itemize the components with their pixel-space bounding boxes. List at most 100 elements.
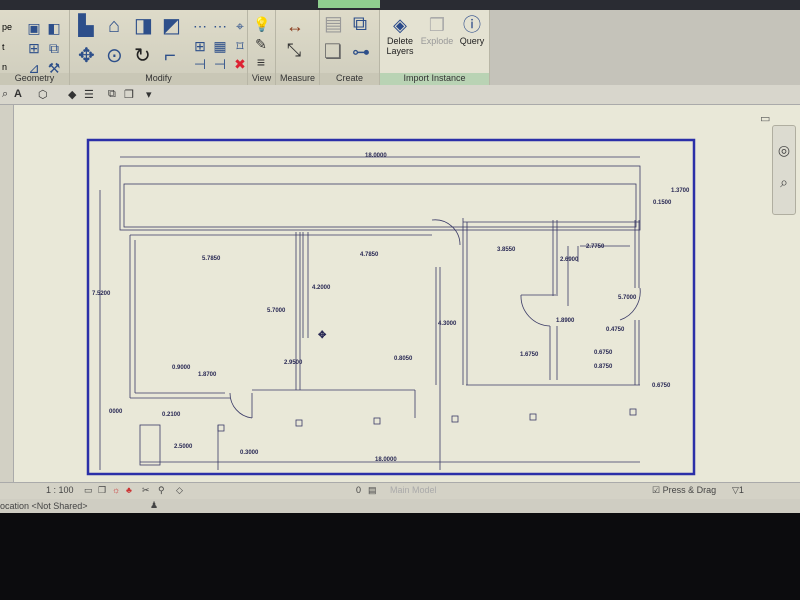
- worksharing-icon[interactable]: ♟: [150, 500, 159, 510]
- view-scale[interactable]: 1 : 100: [46, 485, 74, 495]
- create-similar-icon[interactable]: ⊶: [352, 42, 370, 62]
- view-panel: 💡 ✎ ≡ View: [248, 10, 276, 85]
- trim-extend-icon[interactable]: ⊣: [193, 56, 207, 72]
- dimension-labels: 18.0000 1.3700 0.1500 7.5200 5.7850 4.78…: [92, 153, 690, 463]
- panel-label-create: Create: [320, 73, 379, 85]
- temp-hide-icon[interactable]: ◇: [176, 485, 183, 495]
- wall-joins-icon[interactable]: ⊿: [28, 60, 40, 76]
- explode-icon: ❒: [428, 15, 446, 35]
- dimension-label: 0.8050: [394, 356, 413, 362]
- create-assembly-icon[interactable]: ❏: [324, 41, 342, 63]
- geometry-panel: pe t n ▣ ◧ ⊞ ⧉ ⊿ ⚒ Geometry: [0, 10, 70, 85]
- cut-label: n: [2, 62, 8, 72]
- dimension-label: 0.8750: [594, 364, 613, 370]
- create-group-icon[interactable]: ⧉: [352, 13, 368, 35]
- split-gap-icon[interactable]: ⋯: [213, 18, 227, 34]
- mirror-axis-icon[interactable]: ◨: [134, 15, 153, 37]
- dimension-label: 4.2000: [312, 285, 331, 291]
- filter-icon[interactable]: ▽1: [732, 485, 744, 495]
- design-options-icon[interactable]: ▤: [368, 485, 377, 495]
- zoom-icon[interactable]: ⌕: [2, 88, 9, 100]
- thin-lines-icon[interactable]: ☰: [84, 89, 94, 101]
- dimension-label: 18.0000: [375, 457, 397, 463]
- dimension-label: 0.2100: [162, 412, 181, 418]
- array-icon[interactable]: ⊞: [194, 38, 206, 54]
- dimension-label: 1.8700: [198, 372, 217, 378]
- measure-between-icon[interactable]: ↔: [286, 16, 304, 36]
- shadows-icon[interactable]: ♣: [126, 485, 132, 495]
- create-parts-icon[interactable]: ▤: [324, 13, 343, 35]
- dimension-label: 4.7850: [360, 252, 379, 258]
- bulb-icon[interactable]: 💡: [253, 16, 271, 32]
- steering-wheel-icon[interactable]: ◎: [777, 142, 791, 158]
- hide-icon[interactable]: ⚲: [158, 485, 165, 495]
- zoom-region-icon[interactable]: ⌕: [780, 174, 788, 190]
- dimension-label: 4.3000: [438, 321, 457, 327]
- linework-icon[interactable]: ≡: [256, 54, 266, 70]
- dimension-label: 2.6900: [560, 257, 579, 263]
- dimension-label: 0.4750: [606, 327, 625, 333]
- delete-icon[interactable]: ✖: [234, 56, 246, 72]
- split-icon[interactable]: ⋯: [193, 18, 207, 34]
- view-control-bar: 1 : 100 ▭ ❐ ☼ ♣ ✂ ⚲ ◇ 0 ▤ Main Model ☑ P…: [0, 482, 800, 499]
- dimension-label: 5.7000: [618, 295, 637, 301]
- dimension-label: 2.7750: [586, 244, 605, 250]
- align-icon[interactable]: ▙: [78, 15, 94, 37]
- panel-label-geometry: Geometry: [0, 73, 69, 85]
- detail-level-icon[interactable]: ▭: [84, 485, 93, 495]
- sun-path-icon[interactable]: ☼: [112, 485, 121, 495]
- copy-icon[interactable]: ⊙: [106, 45, 123, 67]
- pin-icon[interactable]: ⌑: [236, 38, 244, 54]
- text-tool[interactable]: A: [14, 88, 22, 100]
- offset-icon[interactable]: ⌂: [107, 15, 121, 37]
- section-icon[interactable]: ◆: [68, 89, 77, 101]
- dimension-label: 0.6750: [652, 383, 671, 389]
- measure-along-icon[interactable]: ⤡: [286, 40, 302, 60]
- drawing-canvas[interactable]: 18.0000 1.3700 0.1500 7.5200 5.7850 4.78…: [0, 105, 800, 482]
- cut-icon[interactable]: ◧: [47, 20, 61, 36]
- dimension-label: 0.3000: [240, 450, 259, 456]
- dimension-label: 0.1500: [653, 200, 672, 206]
- modify-panel: ▙ ⌂ ◨ ◩ ✥ ⊙ ↻ ⌐ ⋯ ⋯ ⌖ ⊞ ▦ ⌑ ⊣ ⊣ ✖ Modify: [70, 10, 248, 85]
- mirror-draw-icon[interactable]: ◩: [162, 15, 181, 37]
- cut-label: pe: [2, 22, 13, 32]
- move-icon[interactable]: ✥: [78, 45, 95, 67]
- switch-windows-icon[interactable]: ❐: [124, 89, 134, 101]
- dimension-label: 0000: [109, 409, 123, 415]
- visual-style-icon[interactable]: ❐: [98, 485, 107, 495]
- close-view-icon[interactable]: ▭: [760, 113, 771, 125]
- move-cursor-icon: ✥: [318, 330, 327, 341]
- 3d-view-icon[interactable]: ⬡: [38, 89, 48, 101]
- panel-label-view: View: [248, 73, 275, 85]
- rotate-icon[interactable]: ↻: [134, 45, 151, 67]
- brush-icon[interactable]: ✎: [255, 36, 267, 52]
- press-drag-label: Press & Drag: [662, 485, 717, 495]
- trim-icon[interactable]: ⌐: [164, 45, 176, 67]
- dimension-label: 2.9500: [284, 360, 303, 366]
- demolish-icon[interactable]: ⚒: [47, 60, 61, 76]
- join-icon[interactable]: ▣: [27, 20, 41, 36]
- project-browser-edge[interactable]: [0, 105, 14, 499]
- scale-icon[interactable]: ▦: [213, 38, 227, 54]
- customize-toolbar-icon[interactable]: ▾: [146, 89, 152, 101]
- close-hidden-icon[interactable]: ⧉: [108, 88, 116, 100]
- dimension-label: 7.5200: [92, 291, 111, 297]
- trim-multiple-icon[interactable]: ⊣: [213, 56, 227, 72]
- dimension-label: 1.6750: [520, 352, 539, 358]
- delete-layers-button[interactable]: ◈Delete Layers: [384, 14, 416, 56]
- panel-label-modify: Modify: [70, 73, 247, 85]
- panel-label-measure: Measure: [276, 73, 319, 85]
- crop-icon[interactable]: ✂: [142, 485, 150, 495]
- floor-plan: 18.0000 1.3700 0.1500 7.5200 5.7850 4.78…: [86, 138, 696, 476]
- split-face-icon[interactable]: ⊞: [28, 40, 40, 56]
- explode-button[interactable]: ❒Explode: [420, 15, 454, 46]
- contextual-tab[interactable]: [318, 0, 380, 8]
- press-drag-toggle[interactable]: ☑ Press & Drag: [652, 485, 717, 495]
- delete-layers-icon: ◈: [393, 15, 407, 35]
- model-selector[interactable]: Main Model: [390, 485, 437, 495]
- unpin-icon[interactable]: ⌖: [236, 18, 244, 34]
- paint-icon[interactable]: ⧉: [49, 40, 59, 56]
- dimension-label: 5.7850: [202, 256, 221, 262]
